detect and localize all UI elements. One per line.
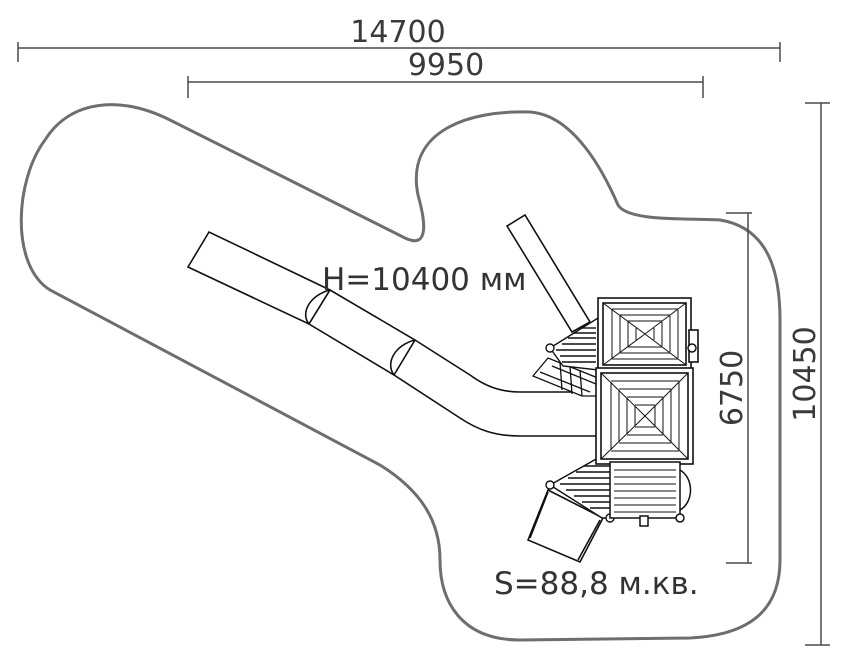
dimension-inner-width-label: 9950 bbox=[408, 48, 484, 83]
side-platform-upper bbox=[545, 316, 599, 371]
dimension-overall-width-label: 14700 bbox=[350, 15, 445, 50]
dimension-overall-height-label: 10450 bbox=[788, 326, 823, 421]
safety-zone-outline bbox=[19, 103, 782, 642]
tower-roof-middle bbox=[595, 367, 694, 465]
straight-slide-upper bbox=[505, 213, 592, 334]
area-label: S=88,8 м.кв. bbox=[494, 566, 699, 602]
dimension-overall-width bbox=[17, 42, 781, 62]
dimension-inner-height-label: 6750 bbox=[715, 350, 750, 426]
tube-slide bbox=[186, 230, 598, 437]
dimension-inner-width bbox=[187, 76, 704, 98]
dimension-inner-height bbox=[726, 212, 752, 564]
height-label: H=10400 мм bbox=[322, 262, 527, 298]
dimension-overall-height bbox=[805, 102, 830, 646]
tower-roof-top bbox=[597, 297, 699, 371]
bottom-platform bbox=[609, 343, 697, 527]
